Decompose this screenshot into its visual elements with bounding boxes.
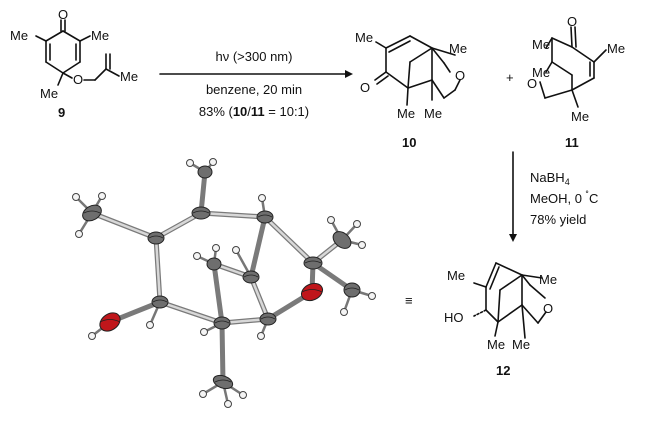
atom-me-12-left: Me — [487, 337, 505, 352]
atom-o-10-ketone: O — [360, 80, 370, 95]
reaction-arrow-1-head — [345, 70, 353, 78]
compound-9-structure — [35, 19, 120, 86]
compound-12-structure — [473, 262, 547, 339]
atom-me-12-vinyl: Me — [447, 268, 465, 283]
atom-me-11-bottom: Me — [571, 109, 589, 124]
equivalence-sign: ≡ — [405, 293, 413, 308]
condition-yield-ratio: 83% (10/11 = 10:1) — [199, 104, 309, 119]
atom-me-10-bridge: Me — [449, 41, 467, 56]
atom-me-12-bridge: Me — [539, 272, 557, 287]
atom-o-11-ketone: O — [567, 14, 577, 29]
reaction-arrow-2-head — [509, 234, 517, 242]
condition-reagent: NaBH4 — [530, 170, 570, 187]
atom-me-10-left: Me — [397, 106, 415, 121]
condition-yield-2: 78% yield — [530, 212, 586, 227]
atom-me-9-left: Me — [10, 28, 28, 43]
atom-me-10-vinyl: Me — [355, 30, 373, 45]
compound-11-structure — [539, 26, 607, 108]
compound-10-structure — [374, 35, 461, 106]
atom-me-12-right: Me — [512, 337, 530, 352]
compound-label-12: 12 — [496, 363, 510, 378]
compound-label-11: 11 — [565, 135, 579, 150]
atom-me-9-bottom: Me — [40, 86, 58, 101]
atom-o-10-ether: O — [455, 68, 465, 83]
atom-o-12-ether: O — [543, 301, 553, 316]
atom-me-11-top: Me — [532, 37, 550, 52]
condition-light: hν (>300 nm) — [216, 49, 293, 64]
ortep-carbon-atoms — [82, 165, 361, 390]
condition-solvent: benzene, 20 min — [206, 82, 302, 97]
ortep-hydrogen-atoms — [72, 158, 376, 408]
compound-label-9: 9 — [58, 105, 65, 120]
atom-ho-12: HO — [444, 310, 464, 325]
condition-solvent-temp: MeOH, 0 ˚C — [530, 190, 598, 206]
atom-o-11-ether: O — [527, 76, 537, 91]
compound-label-10: 10 — [402, 135, 416, 150]
ortep-bonds — [74, 160, 374, 406]
atom-o-9-ketone: O — [58, 7, 68, 22]
atom-me-9-right: Me — [91, 28, 109, 43]
atom-o-9-ether: O — [73, 72, 83, 87]
plus-sign: + — [506, 70, 514, 85]
ortep-oxygen-atoms — [99, 282, 324, 332]
crystal-structure-ortep — [72, 158, 376, 408]
atom-me-10-right: Me — [424, 106, 442, 121]
atom-me-11-vinyl: Me — [607, 41, 625, 56]
atom-me-9-methallyl: Me — [120, 69, 138, 84]
atom-me-11-mid: Me — [532, 65, 550, 80]
